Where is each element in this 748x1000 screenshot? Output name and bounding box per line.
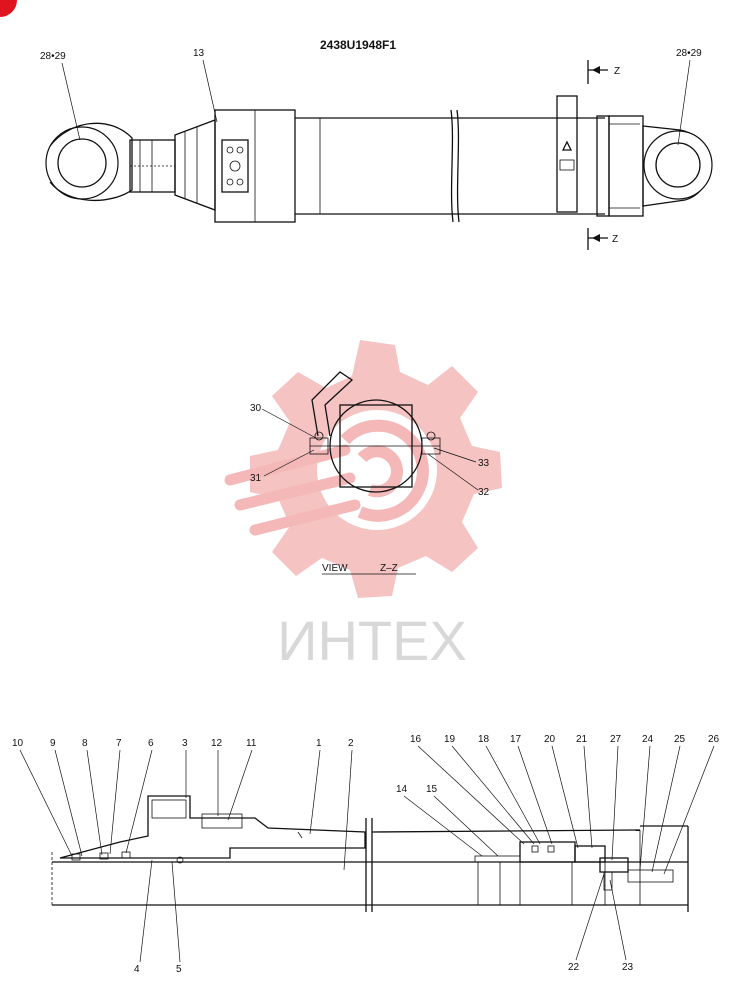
part-number-title: 2438U1948F1: [320, 38, 396, 52]
label-11: 11: [246, 738, 257, 749]
label-10: 10: [12, 738, 24, 749]
label-31: 31: [250, 473, 262, 484]
label-13: 13: [193, 48, 205, 59]
label-21: 21: [576, 734, 588, 745]
label-12: 12: [211, 738, 223, 749]
label-5: 5: [176, 964, 182, 975]
label-30: 30: [250, 403, 262, 414]
section-marker-bottom: Z: [612, 234, 618, 245]
label-16: 16: [410, 734, 422, 745]
label-4: 4: [134, 964, 140, 975]
cylinder-section-view: [51, 795, 689, 912]
label-3: 3: [182, 738, 188, 749]
label-23: 23: [622, 962, 634, 973]
label-14: 14: [396, 784, 408, 795]
label-26: 26: [708, 734, 720, 745]
label-2: 2: [348, 738, 354, 749]
label-8: 8: [82, 738, 88, 749]
corner-badge: [0, 0, 17, 17]
cylinder-side-view: [45, 60, 713, 250]
label-15: 15: [426, 784, 438, 795]
watermark-arcs: [340, 419, 429, 522]
label-20: 20: [544, 734, 556, 745]
label-18: 18: [478, 734, 490, 745]
label-1: 1: [316, 738, 322, 749]
label-7: 7: [116, 738, 122, 749]
view-z-z: [309, 371, 441, 493]
label-27: 27: [610, 734, 622, 745]
label-25: 25: [674, 734, 686, 745]
label-9: 9: [50, 738, 56, 749]
watermark-text: ИНТЕХ: [277, 609, 467, 672]
watermark-stripes: [224, 444, 361, 536]
label-32: 32: [478, 487, 490, 498]
label-22: 22: [568, 962, 580, 973]
section-marker-top: Z: [614, 66, 620, 77]
label-33: 33: [478, 458, 490, 469]
label-17: 17: [510, 734, 522, 745]
section-labels: 10 9 8 7 6 3 12 11 1 2 4 5 14 15 16 19 1…: [12, 734, 720, 975]
label-19: 19: [444, 734, 456, 745]
view-section: Z–Z: [380, 563, 398, 574]
label-6: 6: [148, 738, 154, 749]
label-24: 24: [642, 734, 654, 745]
view-label: VIEW: [322, 563, 348, 574]
label-28-29-left: 28•29: [40, 51, 66, 62]
label-28-29-right: 28•29: [676, 48, 702, 59]
